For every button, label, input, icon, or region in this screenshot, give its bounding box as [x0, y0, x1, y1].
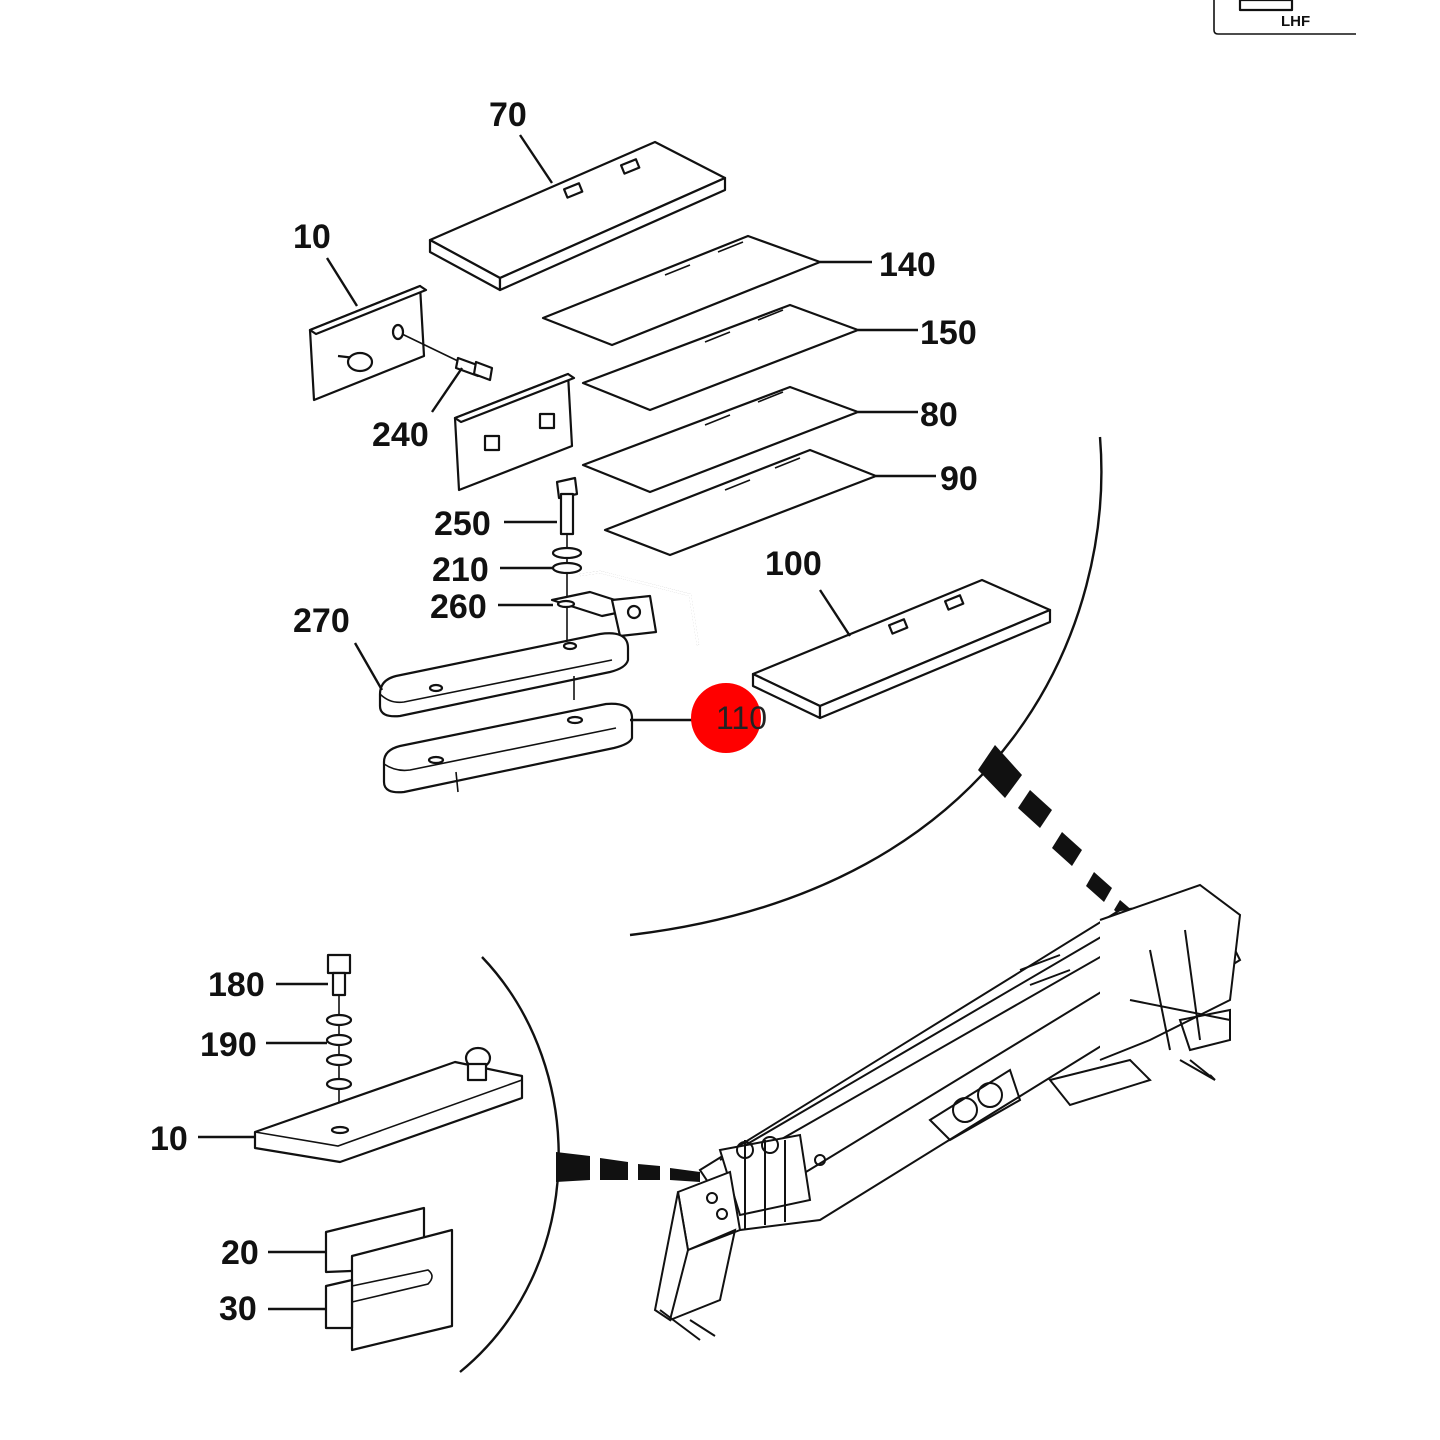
callout-190[interactable]: 190 — [200, 1026, 257, 1064]
part-250-bolt — [555, 476, 579, 640]
callout-180[interactable]: 180 — [208, 966, 265, 1004]
part-110-slide-pad — [382, 702, 634, 794]
part-10-side-plate — [308, 284, 428, 402]
hotspot-110[interactable]: 110 — [691, 683, 767, 753]
callout-80[interactable]: 80 — [920, 396, 958, 434]
callout-110[interactable]: 110 — [716, 700, 767, 736]
leader-lines — [198, 134, 936, 1311]
callout-90[interactable]: 90 — [940, 460, 978, 498]
detail-arc-upper — [629, 436, 1103, 937]
callout-10-bottom[interactable]: 10 — [150, 1120, 188, 1158]
part-80-shim — [581, 385, 860, 494]
part-240-bolt — [401, 333, 494, 382]
part-270-slide-pad — [378, 632, 630, 718]
detail-arc-lower — [459, 956, 560, 1373]
part-210-washers — [551, 546, 583, 575]
callout-10-top[interactable]: 10 — [293, 218, 331, 256]
side-plate-rear — [453, 372, 576, 492]
callout-labels: 70 10 140 150 240 80 90 250 210 260 270 … — [150, 96, 978, 1328]
part-100-wear-pad — [751, 578, 1052, 720]
callout-70[interactable]: 70 — [489, 96, 527, 134]
callout-30[interactable]: 30 — [219, 1290, 257, 1328]
part-190-washers — [325, 1013, 353, 1091]
badge-label: LHF — [1281, 13, 1310, 30]
zoom-pointer-upper — [978, 745, 1134, 922]
boom-illustration — [653, 883, 1242, 1341]
zoom-pointer-lower — [556, 1152, 700, 1182]
callout-270[interactable]: 270 — [293, 602, 350, 640]
part-30-shim — [324, 1228, 454, 1352]
callout-250[interactable]: 250 — [434, 505, 491, 543]
callout-210[interactable]: 210 — [432, 551, 489, 589]
hotspot-marker[interactable] — [691, 683, 761, 753]
part-10-bottom-plate — [253, 1046, 524, 1164]
callout-260[interactable]: 260 — [430, 588, 487, 626]
callout-100[interactable]: 100 — [765, 545, 822, 583]
part-260-bracket — [550, 570, 700, 646]
callout-240[interactable]: 240 — [372, 416, 429, 454]
part-70-wear-pad — [428, 140, 727, 292]
callout-140[interactable]: 140 — [879, 246, 936, 284]
orientation-badge: LHF — [1213, 0, 1356, 35]
callout-20[interactable]: 20 — [221, 1234, 259, 1272]
callout-150[interactable]: 150 — [920, 314, 977, 352]
